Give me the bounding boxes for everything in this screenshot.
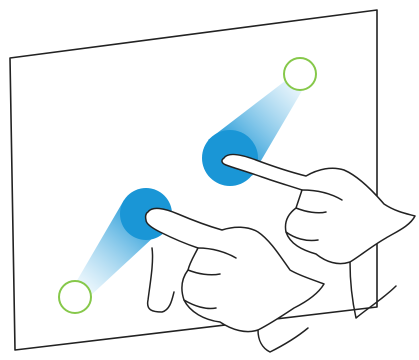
lower-target-ring-icon: [59, 281, 91, 313]
upper-target-ring-icon: [284, 58, 316, 90]
